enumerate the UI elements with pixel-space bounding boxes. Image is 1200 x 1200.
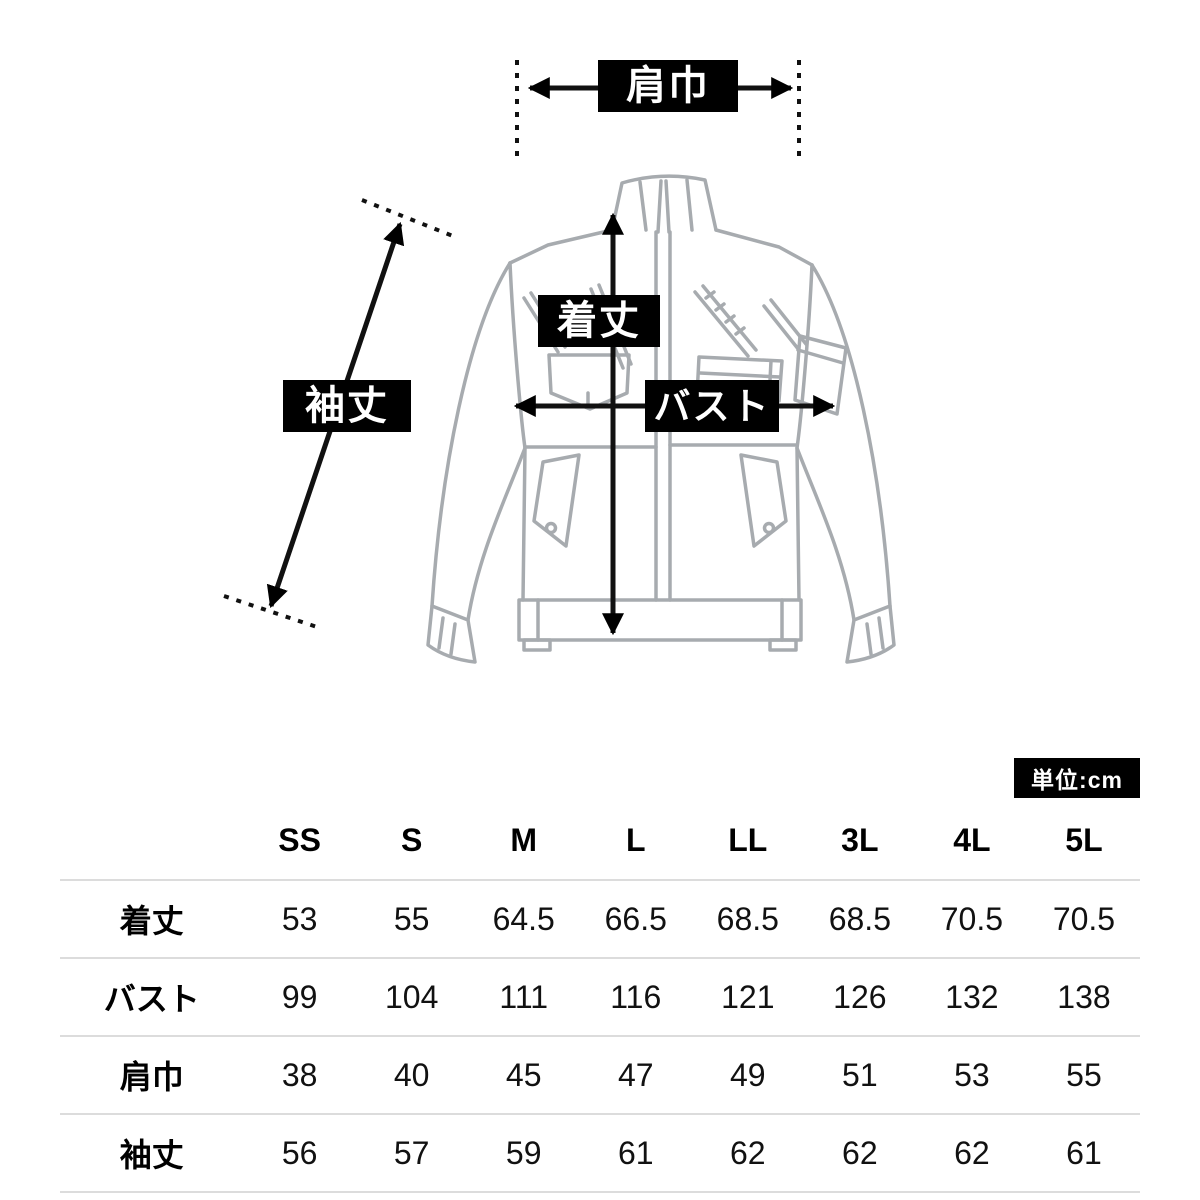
bust-label: バスト <box>645 380 779 432</box>
size-cell: 55 <box>1066 1056 1102 1093</box>
row-label: バスト <box>103 981 200 1017</box>
size-cell: 126 <box>833 978 887 1015</box>
size-cell: 121 <box>721 978 775 1015</box>
size-table: SS S M L LL 3L 4L 5L 着丈 53 55 64.5 66.5 <box>60 810 1140 1193</box>
size-cell: 68.5 <box>828 900 891 937</box>
row-label: 袖丈 <box>119 1137 184 1173</box>
col-header-ll: LL <box>728 822 768 858</box>
size-cell: 62 <box>954 1134 990 1171</box>
row-label: 肩巾 <box>119 1059 184 1095</box>
size-cell: 61 <box>1066 1134 1102 1171</box>
row-label: 着丈 <box>119 903 184 939</box>
sleeve-guide-top <box>361 198 459 240</box>
table-row-bust: バスト 99 104 111 116 121 126 132 138 <box>60 958 1140 1036</box>
size-cell: 104 <box>384 978 439 1015</box>
size-cell: 45 <box>505 1056 542 1093</box>
jacket-illustration <box>223 60 896 664</box>
size-cell: 61 <box>617 1134 654 1171</box>
sleeve-guide-bottom <box>223 594 321 630</box>
size-cell: 49 <box>730 1056 766 1093</box>
size-cell: 59 <box>505 1134 542 1171</box>
body-length-label: 着丈 <box>538 295 660 347</box>
col-header-l: L <box>625 822 646 858</box>
col-header-m: M <box>510 822 538 858</box>
size-cell: 40 <box>393 1056 430 1093</box>
size-cell: 68.5 <box>716 900 779 937</box>
col-header-s: S <box>400 822 423 858</box>
size-cell: 64.5 <box>492 900 555 937</box>
size-cell: 70.5 <box>1052 900 1116 937</box>
col-header-3l: 3L <box>841 822 879 858</box>
col-header-ss: SS <box>278 822 321 858</box>
col-header-5l: 5L <box>1065 822 1103 858</box>
size-cell: 99 <box>281 978 318 1015</box>
size-cell: 62 <box>842 1134 878 1171</box>
size-cell: 57 <box>393 1134 430 1171</box>
size-cell: 132 <box>945 978 999 1015</box>
size-cell: 116 <box>610 978 662 1015</box>
size-cell: 51 <box>842 1056 878 1093</box>
size-cell: 66.5 <box>604 900 667 937</box>
size-cell: 47 <box>617 1056 654 1093</box>
table-row-shoulder: 肩巾 38 40 45 47 49 51 53 55 <box>60 1036 1140 1114</box>
size-cell: 38 <box>281 1056 318 1093</box>
unit-badge: 単位:cm <box>1014 758 1140 798</box>
size-cell: 138 <box>1057 978 1111 1015</box>
shoulder-width-label: 肩巾 <box>598 60 738 112</box>
table-row-body-length: 着丈 53 55 64.5 66.5 68.5 68.5 70.5 70.5 <box>60 880 1140 958</box>
header-row: SS S M L LL 3L 4L 5L <box>60 810 1140 880</box>
size-cell: 55 <box>393 900 430 937</box>
col-header-4l: 4L <box>953 822 991 858</box>
corner-cell <box>60 810 244 880</box>
sleeve-length-label: 袖丈 <box>283 380 411 432</box>
size-cell: 56 <box>281 1134 318 1171</box>
size-cell: 70.5 <box>940 900 1004 937</box>
table-row-sleeve: 袖丈 56 57 59 61 62 62 62 61 <box>60 1114 1140 1192</box>
size-cell: 111 <box>499 978 549 1015</box>
size-cell: 53 <box>954 1056 990 1093</box>
size-cell: 62 <box>730 1134 766 1171</box>
size-cell: 53 <box>281 900 318 937</box>
